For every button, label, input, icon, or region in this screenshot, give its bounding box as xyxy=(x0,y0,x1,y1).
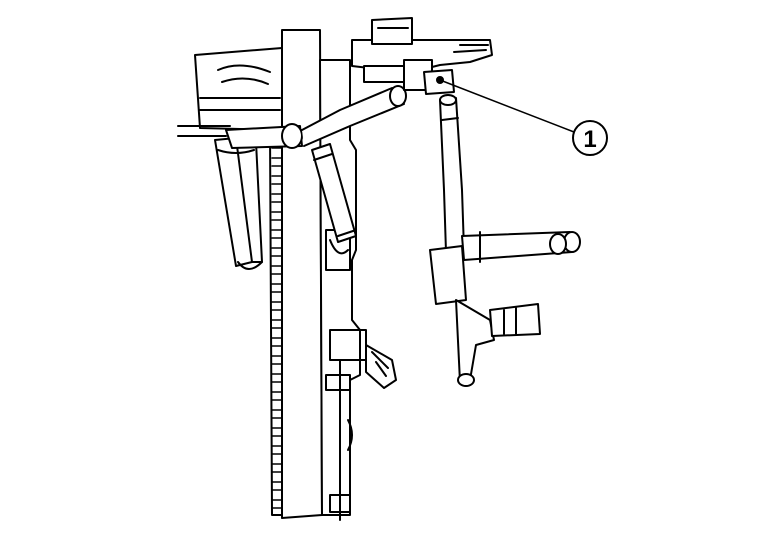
upper-housing xyxy=(177,47,283,137)
wiring-connector xyxy=(423,69,455,95)
fin xyxy=(271,463,283,473)
fin xyxy=(271,319,283,329)
fin xyxy=(271,481,283,491)
fin xyxy=(271,175,283,185)
top-hose xyxy=(225,85,407,149)
fin xyxy=(271,337,283,347)
mounting-bracket xyxy=(351,17,493,91)
fin xyxy=(271,373,283,383)
callout-leader xyxy=(439,79,575,133)
callout-circle xyxy=(572,120,608,156)
clip xyxy=(365,344,397,389)
fin xyxy=(271,193,283,203)
fin xyxy=(271,211,283,221)
fin xyxy=(271,355,283,365)
fin xyxy=(271,157,283,167)
fin xyxy=(271,445,283,455)
fin xyxy=(271,247,283,257)
right-tubes xyxy=(461,231,581,263)
fin xyxy=(271,265,283,275)
diagonal-hose xyxy=(311,143,357,243)
fin xyxy=(271,499,283,509)
fin xyxy=(271,229,283,239)
fin xyxy=(271,391,283,401)
fin xyxy=(271,427,283,437)
callout-label-1: 1 xyxy=(583,126,596,153)
radiator-fins xyxy=(271,139,283,509)
fin xyxy=(271,409,283,419)
lower-connector xyxy=(429,245,541,387)
right-harness xyxy=(439,94,465,253)
fin xyxy=(271,301,283,311)
fin xyxy=(271,283,283,293)
left-hose xyxy=(214,137,263,270)
